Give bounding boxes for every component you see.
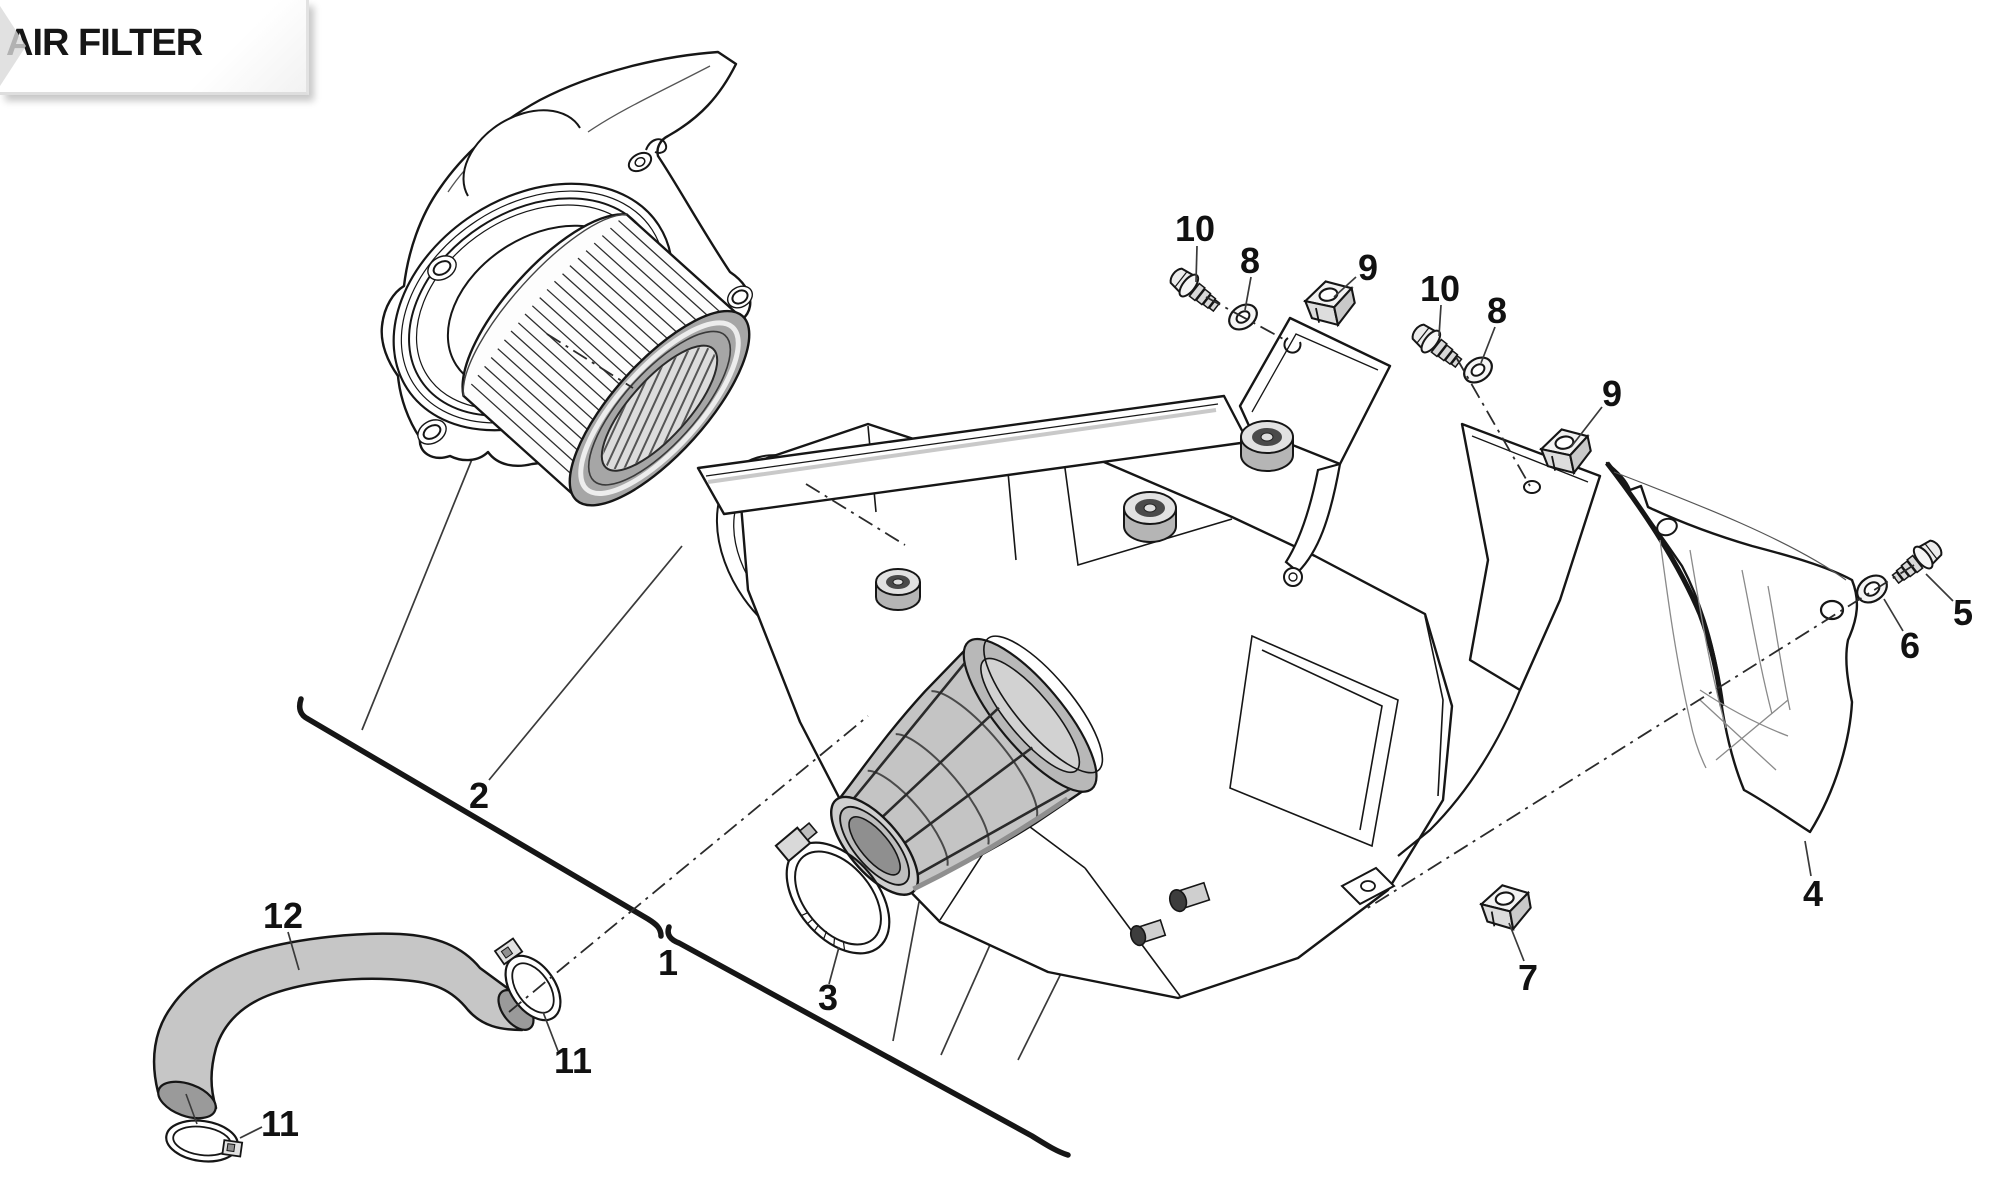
clip-nut-7 [1479,884,1532,932]
washer-8-right [1463,356,1493,384]
callout-2[interactable]: 2 [469,775,489,816]
callout-11-left[interactable]: 11 [261,1103,299,1144]
callout-4[interactable]: 4 [1803,873,1823,914]
callout-7[interactable]: 7 [1518,957,1538,998]
callout-6[interactable]: 6 [1900,625,1920,666]
clip-nut-9-left [1303,280,1356,328]
heat-shield [1605,461,1859,834]
callout-10-left[interactable]: 10 [1175,208,1215,249]
breather-hose [152,932,535,1120]
title-bevel [0,6,26,86]
assembly-group-line [296,696,1071,1158]
callout-12[interactable]: 12 [263,895,303,936]
flange-bolt-10-right [1411,323,1463,369]
cover-keyhole [627,138,668,173]
clip-nut-9-right [1539,428,1592,476]
callout-leaders [239,245,1954,1139]
title-box: AIR FILTER [0,0,309,95]
intake-funnel [830,635,1104,896]
callout-8-right[interactable]: 8 [1487,290,1507,331]
flange-bolt-10-left [1169,267,1221,313]
rubber-grommet [875,420,1294,611]
mounting-stud [1168,881,1211,913]
flange-bolt-5 [1891,539,1943,585]
callout-5[interactable]: 5 [1953,592,1973,633]
callout-10-right[interactable]: 10 [1420,268,1460,309]
callout-9-left[interactable]: 9 [1358,247,1378,288]
cover-ear-holes [417,255,754,445]
washer-6 [1856,574,1888,604]
hose-clamp-11-left [165,1119,244,1163]
leader-line [185,1093,198,1125]
callout-3[interactable]: 3 [818,977,838,1018]
mounting-bracket [696,316,1602,906]
callout-11-right[interactable]: 11 [554,1040,592,1081]
mounting-stud [1129,918,1167,947]
callout-1[interactable]: 1 [658,942,678,983]
hose-clamp-3 [774,821,891,955]
page-title: AIR FILTER [6,21,203,64]
callout-8-left[interactable]: 8 [1240,240,1260,281]
air-filter-element [461,213,751,507]
axis-lines [508,296,1915,1013]
callout-9-right[interactable]: 9 [1602,373,1622,414]
